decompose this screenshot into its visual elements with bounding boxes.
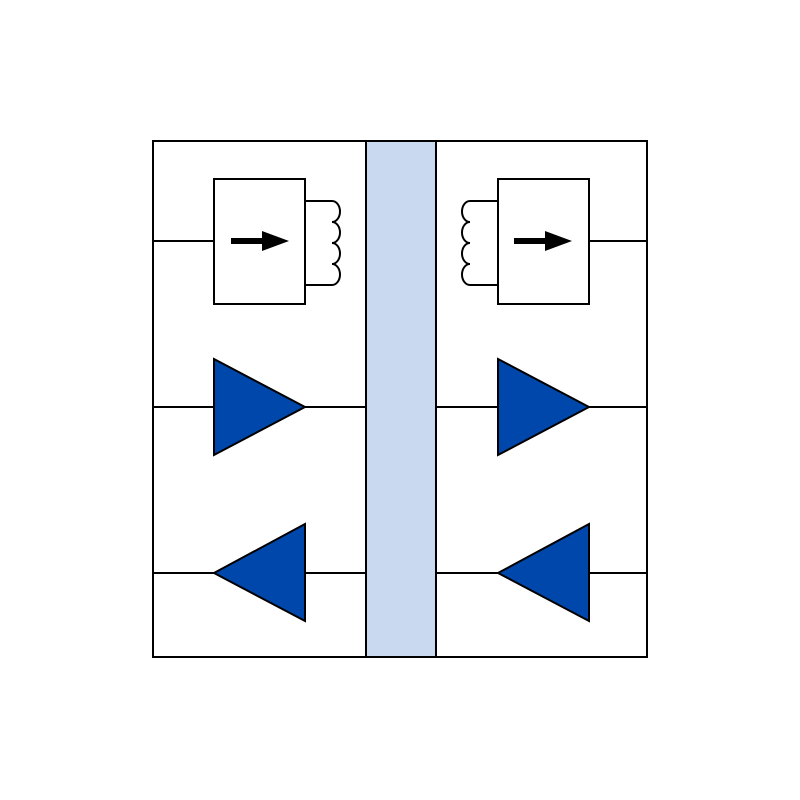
right-arrow-icon: [514, 231, 572, 251]
transformer-coil-icon: [305, 200, 341, 286]
amplifier-right-icon: [213, 357, 308, 457]
amplifier-right-icon: [497, 357, 592, 457]
right-channel: [436, 178, 647, 623]
right-arrow-icon: [231, 231, 289, 251]
isolation-barrier: [365, 140, 437, 658]
left-channel: [153, 178, 366, 623]
transformer-coil-icon: [461, 200, 498, 286]
